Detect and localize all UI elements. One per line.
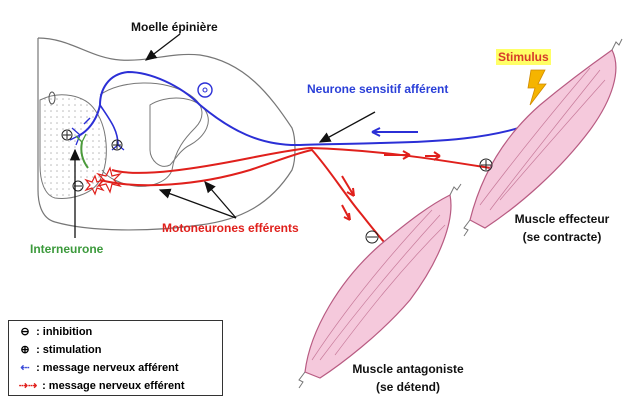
effector-muscle-state: (se contracte) — [508, 230, 616, 244]
legend-item-afferent: ⇠ : message nerveux afférent — [17, 361, 179, 374]
direction-arrows — [84, 118, 440, 220]
sensory-neuron-label: Neurone sensitif afférent — [307, 82, 448, 96]
legend-text: : message nerveux efférent — [42, 380, 184, 392]
effector-muscle — [464, 39, 622, 236]
antagonist-muscle-state: (se détend) — [343, 380, 473, 394]
effector-muscle-name: Muscle effecteur — [508, 212, 616, 226]
legend-item-efferent: ⇢⇢ : message nerveux efférent — [17, 379, 185, 392]
interneuron-label: Interneurone — [30, 242, 103, 256]
antagonist-muscle-label: Muscle antagoniste (se détend) — [343, 362, 473, 394]
label-pointers — [75, 34, 375, 238]
stimulus-label: Stimulus — [496, 49, 551, 65]
stimulation-icon: ⊕ — [17, 343, 33, 356]
motor-neurons-label: Motoneurones efférents — [162, 221, 299, 235]
antagonist-muscle — [299, 184, 461, 388]
legend-text: : inhibition — [36, 326, 92, 338]
stimulus-lightning-icon — [528, 70, 546, 105]
spinal-cord — [38, 38, 295, 230]
legend: ⊖ : inhibition ⊕ : stimulation ⇠ : messa… — [8, 320, 223, 396]
legend-item-inhibition: ⊖ : inhibition — [17, 325, 92, 338]
legend-text: : message nerveux afférent — [36, 362, 178, 374]
legend-item-stimulation: ⊕ : stimulation — [17, 343, 101, 356]
afferent-arrow-icon: ⇠ — [17, 361, 33, 374]
inhibition-icon: ⊖ — [17, 325, 33, 338]
spinal-cord-label: Moelle épinière — [131, 20, 218, 34]
antagonist-muscle-name: Muscle antagoniste — [343, 362, 473, 376]
legend-text: : stimulation — [36, 344, 101, 356]
motor-neurons — [86, 148, 532, 280]
effector-muscle-label: Muscle effecteur (se contracte) — [508, 212, 616, 244]
efferent-arrow-icon: ⇢⇢ — [17, 379, 39, 392]
